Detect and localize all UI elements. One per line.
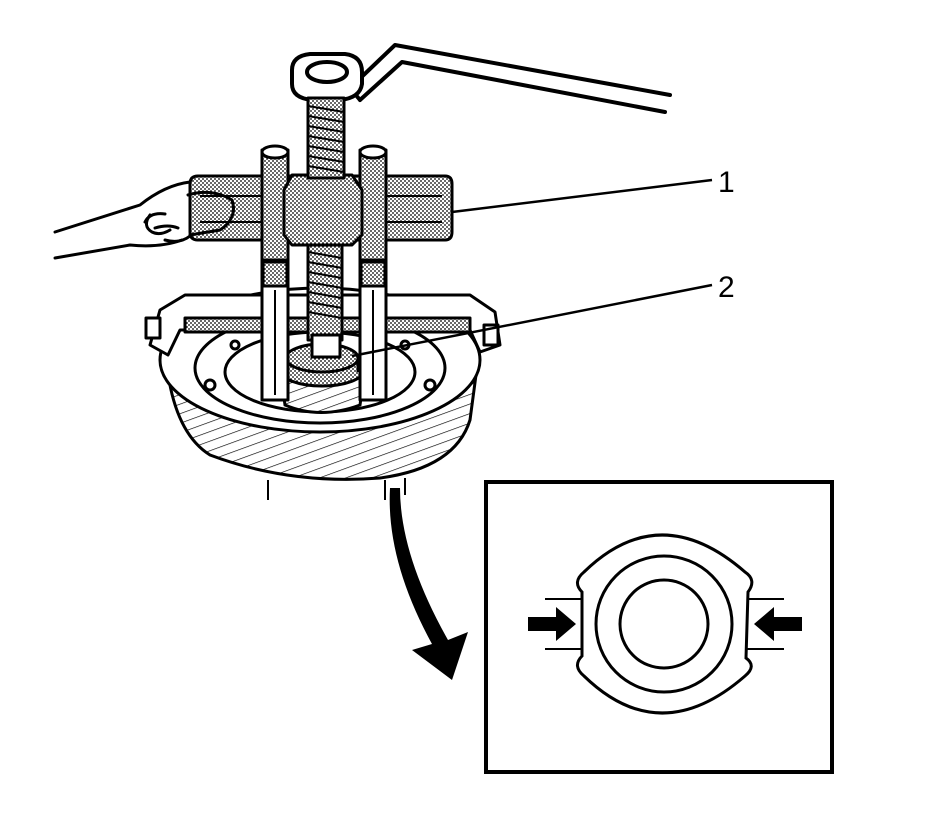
leader-line-1: [451, 178, 713, 214]
callout-leaders: [351, 178, 713, 358]
arrow-left-icon: [754, 607, 802, 641]
leader-line-2: [351, 283, 713, 358]
wrench-icon: [290, 43, 672, 114]
puller-tool-icon: [188, 96, 454, 402]
callout-label-2: 2: [718, 271, 735, 304]
hand-icon: [53, 180, 235, 260]
callout-label-1: 1: [718, 166, 735, 199]
curved-arrow-icon: [389, 488, 468, 680]
ring-inner: [618, 578, 710, 670]
arrow-right-icon: [528, 607, 576, 641]
detail-inset: [484, 480, 834, 774]
